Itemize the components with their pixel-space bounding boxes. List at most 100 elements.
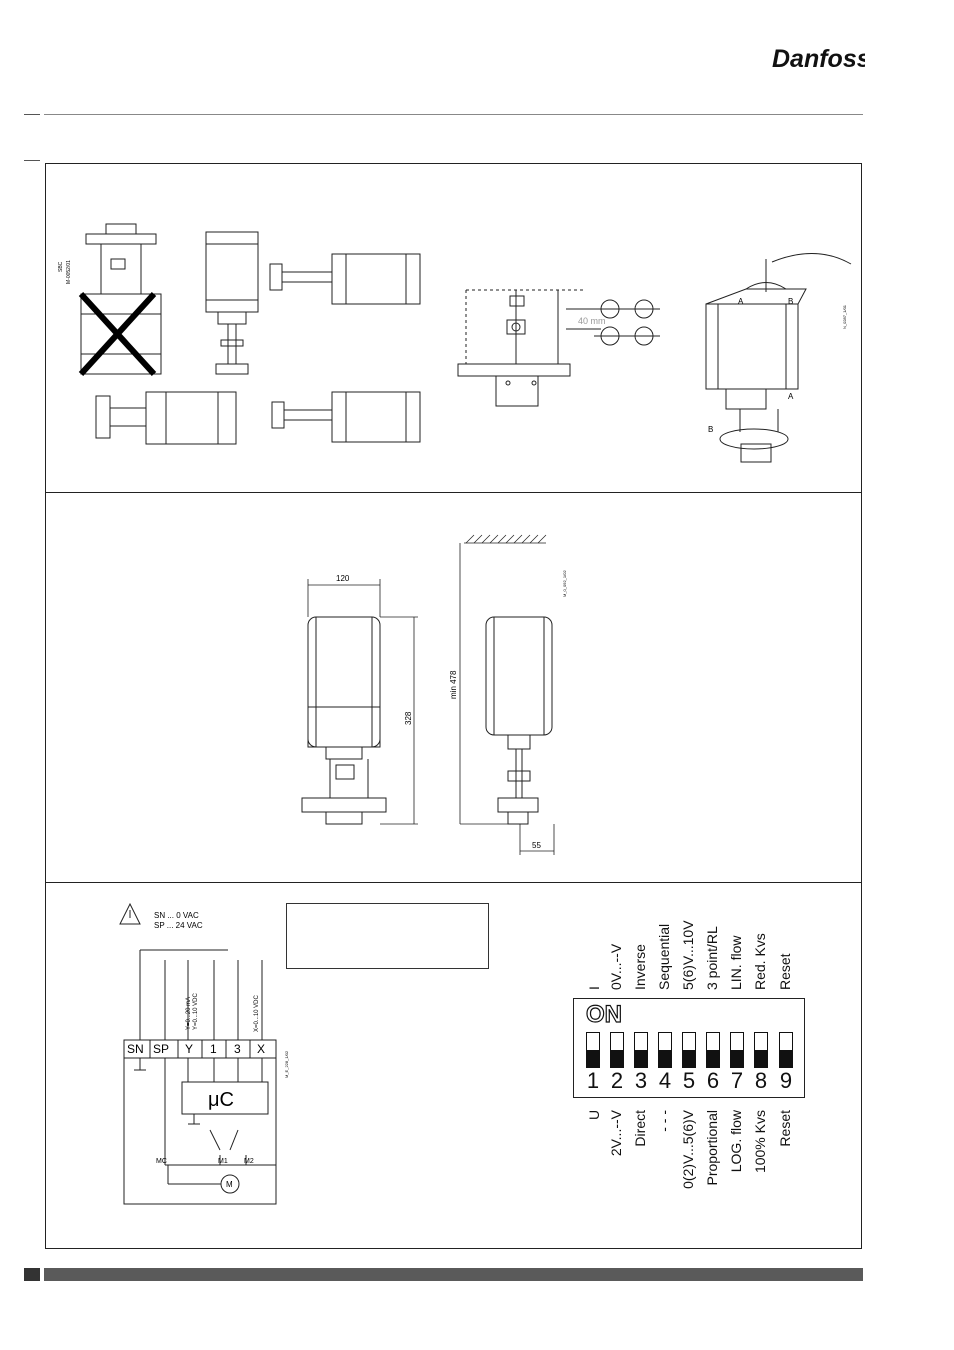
dip-top-label-4: Sequential	[656, 923, 672, 990]
dip-top-label-9: Reset	[777, 953, 793, 990]
y-current-label: Y=0...20 mA	[186, 997, 192, 1030]
ceiling-hatch	[465, 534, 547, 544]
manual-label-a: A	[788, 392, 794, 401]
dip-switch-8[interactable]	[754, 1032, 768, 1068]
dip-bottom-label-8: 100% Kvs	[752, 1110, 768, 1174]
x-voltage-label: X=0...10 VDC	[254, 994, 260, 1032]
dip-top-label-8: Red. Kvs	[752, 933, 768, 990]
dip-bottom-label-5: 0(2)V...5(6)V	[680, 1110, 696, 1189]
dip-switch-1[interactable]	[586, 1032, 600, 1068]
horizontal-mounting	[95, 391, 237, 445]
dimensions-drawing: 120 328 min 478 55 M_0_092_1/02	[301, 534, 567, 855]
code-label: M_E_228_1/02	[284, 1050, 289, 1078]
code-label: M-0052/01	[66, 260, 72, 284]
dip-switch-knob	[587, 1050, 599, 1067]
terminal-x: X	[257, 1042, 265, 1056]
dip-number-2: 2	[610, 1068, 624, 1093]
dip-switch-5[interactable]	[682, 1032, 696, 1068]
dip-switch-9[interactable]	[779, 1032, 793, 1068]
x-mark-icon	[78, 291, 157, 377]
manual-label-a: A	[738, 297, 744, 306]
controller-box	[181, 1081, 269, 1115]
warning-icon	[119, 902, 141, 925]
logo-text: Danfoss	[772, 45, 865, 73]
manual-label-b: B	[788, 297, 793, 306]
dip-bottom-marker: U	[586, 1109, 602, 1120]
m2-label: M2	[244, 1158, 254, 1165]
footer-bar	[44, 1268, 863, 1281]
dip-number-8: 8	[754, 1068, 768, 1093]
dip-switch-7[interactable]	[730, 1032, 744, 1068]
dip-top-label-7: LIN. flow	[728, 935, 744, 990]
terminal-3: 3	[234, 1042, 241, 1056]
dip-number-3: 3	[634, 1068, 648, 1093]
actuator-front-view	[301, 616, 387, 825]
m1-label: M1	[218, 1158, 228, 1165]
dip-switch-knob	[659, 1050, 671, 1067]
dip-number-9: 9	[779, 1068, 793, 1093]
margin-tick	[24, 160, 40, 161]
dip-top-label-6: 3 point/RL	[704, 926, 720, 990]
manual-override-drawing	[705, 253, 852, 463]
terminal-sp: SP	[153, 1042, 169, 1056]
note-box	[286, 903, 489, 969]
on-label: ON	[585, 1000, 622, 1028]
dip-number-6: 6	[706, 1068, 720, 1093]
dip-top-marker: I	[586, 986, 602, 990]
y-voltage-label: Y=0...10 VDC	[193, 992, 199, 1030]
dip-top-label-5: 5(6)V...10V	[680, 920, 696, 990]
upright-mounting	[205, 231, 259, 375]
height-dimension-label: 328	[404, 711, 413, 725]
valve-symbols	[594, 299, 660, 346]
margin-tick	[24, 114, 40, 115]
dimension-lines	[307, 542, 555, 855]
mc-label: MC	[156, 1158, 167, 1165]
dip-number-7: 7	[730, 1068, 744, 1093]
terminal-sn: SN	[127, 1042, 144, 1056]
dip-switch-knob	[731, 1050, 743, 1067]
dip-number-1: 1	[586, 1068, 600, 1093]
page-marker	[24, 1268, 40, 1281]
dip-switch-knob	[780, 1050, 792, 1067]
dip-top-label-2: 0V...--V	[608, 943, 624, 990]
sp-voltage-label: SP ... 24 VAC	[154, 921, 203, 930]
code-label: N_0287_1/01	[842, 304, 847, 329]
dip-number-4: 4	[658, 1068, 672, 1093]
controller-label: μC	[208, 1089, 234, 1111]
dip-number-5: 5	[682, 1068, 696, 1093]
dip-top-label-3: Inverse	[632, 944, 648, 990]
dip-bottom-label-3: Direct	[632, 1110, 648, 1147]
manual-label-b: B	[708, 425, 713, 434]
dip-switch-6[interactable]	[706, 1032, 720, 1068]
content-frame	[45, 163, 862, 1249]
wiring-diagram: SN ... 0 VAC SP ... 24 VAC Y=0...20 mA Y…	[119, 902, 289, 1205]
danfoss-logo: Danfoss	[772, 45, 865, 73]
mounting-positions-drawing: SBC M-0052/01 40 mm A B A B N_0287_1/01	[58, 223, 852, 463]
dip-switch-4[interactable]	[658, 1032, 672, 1068]
dip-switch-knob	[683, 1050, 695, 1067]
code-label: SBC	[58, 261, 64, 272]
dip-switch-knob	[755, 1050, 767, 1067]
horizontal-mounting	[269, 253, 421, 305]
actuator-side-view	[485, 616, 553, 825]
code-label: M_0_092_1/02	[562, 570, 567, 597]
dip-switch-knob	[635, 1050, 647, 1067]
section-divider	[45, 492, 862, 493]
dip-switch-panel: ON	[573, 998, 805, 1098]
sn-voltage-label: SN ... 0 VAC	[154, 911, 199, 920]
dip-bottom-label-6: Proportional	[704, 1110, 720, 1186]
width-dimension-label: 120	[336, 574, 350, 583]
section-divider	[45, 882, 862, 883]
dip-bottom-label-2: 2V...--V	[608, 1110, 624, 1157]
dip-switch-2[interactable]	[610, 1032, 624, 1068]
terminal-y: Y	[185, 1042, 193, 1056]
forbidden-mounting	[80, 223, 162, 375]
dip-switch-knob	[707, 1050, 719, 1067]
dip-bottom-label-7: LOG. flow	[728, 1110, 744, 1173]
valve-spacing-drawing	[457, 289, 601, 407]
dip-switch-3[interactable]	[634, 1032, 648, 1068]
spacing-label: 40 mm	[578, 316, 606, 326]
horizontal-mounting	[271, 391, 421, 443]
header-rule	[44, 114, 863, 115]
stem-dimension-label: 55	[532, 841, 541, 850]
